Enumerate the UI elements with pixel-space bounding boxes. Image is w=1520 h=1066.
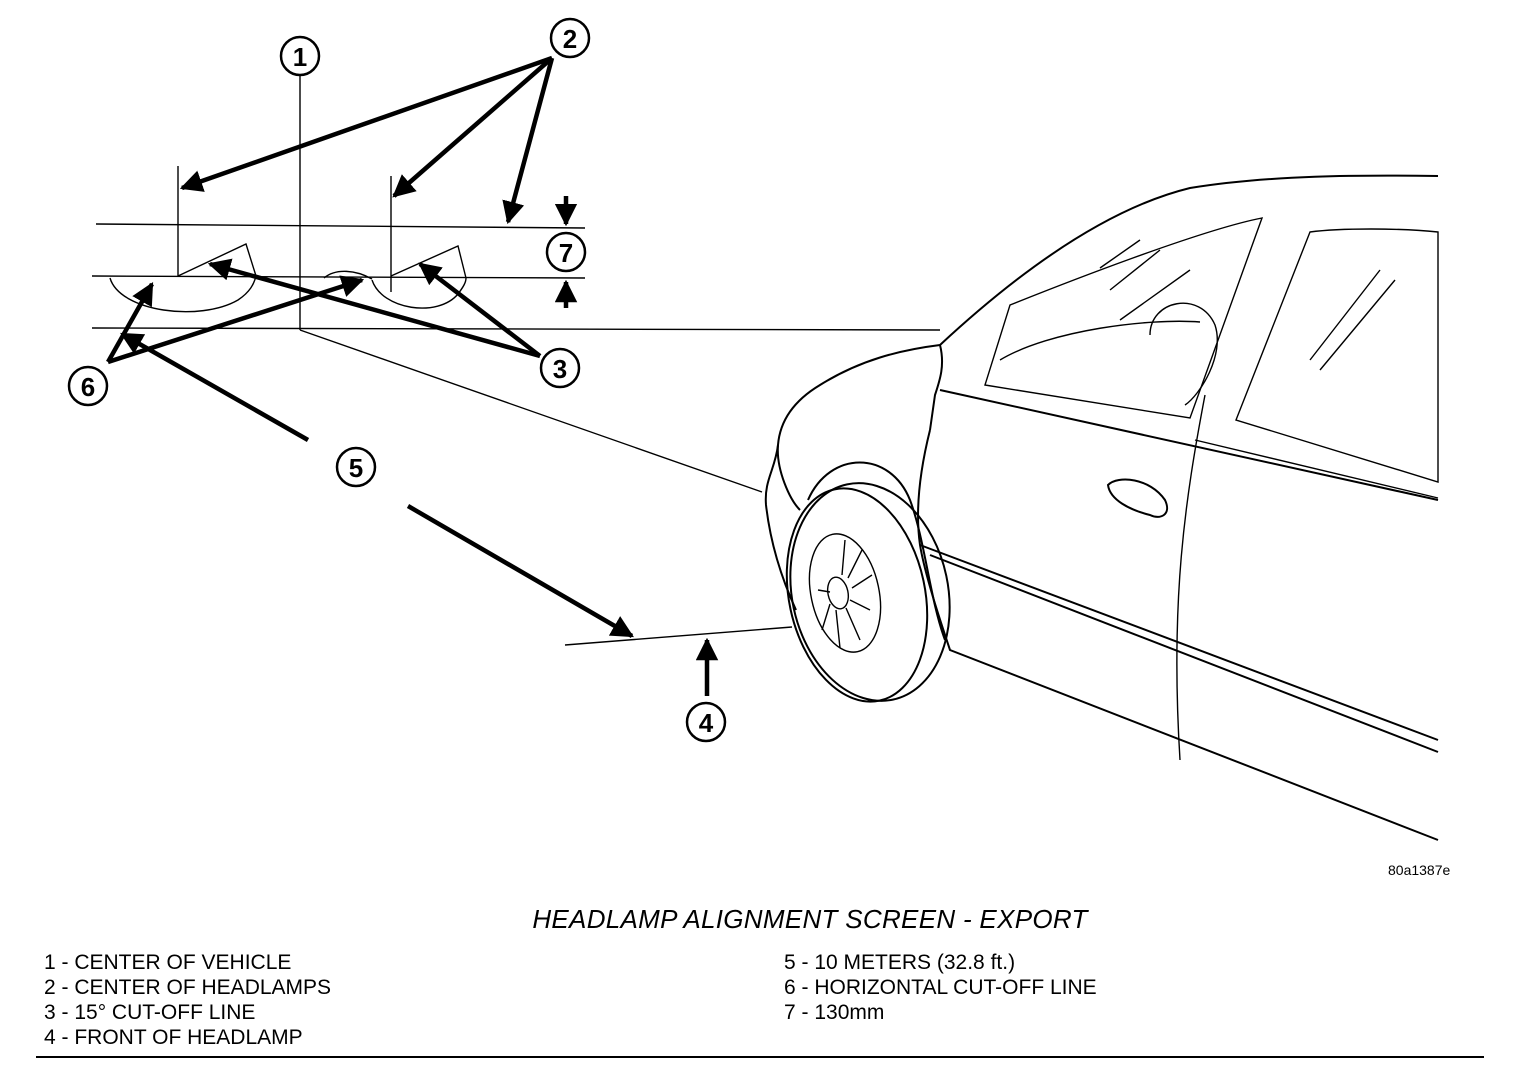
callout-arrows — [106, 55, 719, 696]
arrow-5-near — [120, 332, 310, 442]
alignment-screen — [91, 74, 941, 646]
legend-item: 4 - FRONT OF HEADLAMP — [44, 1026, 303, 1049]
svg-text:3: 3 — [553, 354, 567, 384]
callout-1: 1 — [279, 35, 321, 77]
vehicle-outline — [764, 174, 1439, 841]
callout-5: 5 — [335, 446, 377, 488]
legend-left-column: 1 - CENTER OF VEHICLE 2 - CENTER OF HEAD… — [44, 950, 331, 1050]
callout-7: 7 — [545, 231, 587, 273]
callout-3: 3 — [539, 347, 581, 389]
arrow-6-a — [106, 282, 154, 364]
svg-text:7: 7 — [559, 238, 573, 268]
legend-item: 5 - 10 METERS (32.8 ft.) — [784, 951, 1016, 974]
legend-item: 7 - 130mm — [784, 1001, 885, 1024]
upper-reference-line — [95, 223, 586, 229]
legend-right-column: 5 - 10 METERS (32.8 ft.) 6 - HORIZONTAL … — [784, 950, 1097, 1025]
callout-6: 6 — [67, 365, 109, 407]
headlamp-front-line — [564, 626, 793, 646]
arrow-3-a — [207, 258, 541, 359]
arrow-2-a — [179, 55, 553, 192]
legend-item: 1 - CENTER OF VEHICLE — [44, 951, 292, 974]
floor-perspective-line — [299, 329, 763, 493]
legend-item: 3 - 15° CUT-OFF LINE — [44, 1001, 256, 1024]
floor-line — [91, 327, 941, 331]
figure-title: HEADLAMP ALIGNMENT SCREEN - EXPORT — [532, 904, 1088, 934]
figure-id: 80a1387e — [1388, 862, 1451, 878]
legend-item: 6 - HORIZONTAL CUT-OFF LINE — [784, 976, 1097, 999]
arrow-5-far — [406, 504, 634, 638]
left-cutoff-wedge — [177, 243, 257, 277]
right-cutoff-wedge — [390, 245, 467, 279]
callout-badges: 1 2 3 4 5 6 7 — [67, 17, 727, 743]
svg-text:2: 2 — [563, 24, 577, 54]
arrow-2-b — [392, 56, 554, 198]
arrow-3-b — [418, 262, 542, 358]
svg-text:4: 4 — [699, 708, 714, 738]
legend-item: 2 - CENTER OF HEADLAMPS — [44, 976, 332, 999]
svg-text:6: 6 — [81, 372, 95, 402]
headlamp-alignment-diagram: 1 2 3 4 5 6 7 — [67, 17, 1439, 841]
callout-2: 2 — [549, 17, 591, 59]
svg-text:1: 1 — [293, 42, 307, 72]
arrow-2-c — [502, 57, 555, 225]
bottom-divider — [36, 1056, 1484, 1058]
callout-4: 4 — [685, 701, 727, 743]
left-beam-pattern — [109, 275, 257, 313]
right-beam-pattern — [323, 270, 467, 309]
headlamp-height-line — [91, 275, 586, 279]
svg-text:5: 5 — [349, 453, 363, 483]
